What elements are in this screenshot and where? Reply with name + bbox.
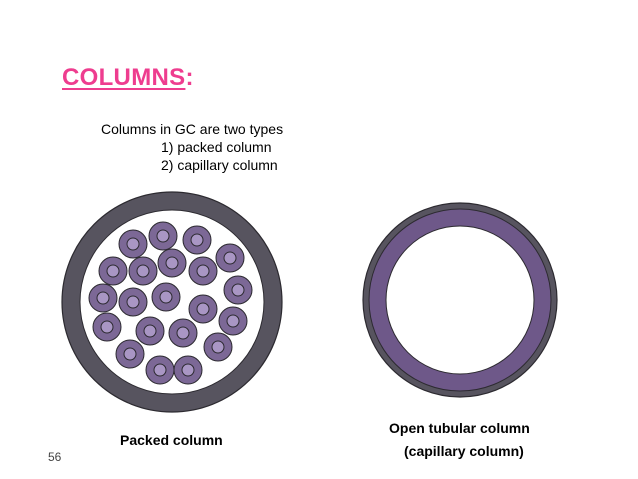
packed-column-diagram — [61, 191, 283, 413]
packing-particle-core — [143, 324, 157, 338]
packing-particle-core — [153, 363, 167, 377]
packing-particle-core — [181, 363, 195, 377]
title-text: COLUMNS — [62, 64, 186, 91]
packing-particle-core — [100, 320, 114, 334]
packing-particles — [88, 221, 253, 385]
packing-particle-core — [226, 314, 240, 328]
packing-particle-core — [196, 264, 210, 278]
packing-particle-core — [223, 251, 237, 265]
packed-column-caption: Packed column — [120, 432, 223, 448]
packing-particle-core — [126, 237, 140, 251]
open-tubular-caption: Open tubular column — [389, 420, 530, 436]
packing-particle-core — [176, 326, 190, 340]
slide-number: 56 — [48, 450, 62, 464]
packing-particle-core — [126, 295, 140, 309]
list-item-packed: 1) packed column — [161, 139, 272, 155]
intro-block: Columns in GC are two types 1) packed co… — [101, 120, 284, 173]
packing-particle-core — [231, 283, 245, 297]
packing-particle-core — [211, 340, 225, 354]
intro-text: Columns in GC are two types — [101, 121, 284, 137]
packing-particle-core — [106, 264, 120, 278]
packing-particle-core — [156, 229, 170, 243]
packing-particle-core — [123, 347, 137, 361]
title-colon: : — [185, 64, 194, 91]
open-tubular-column-diagram — [362, 202, 558, 398]
packing-particle-core — [96, 291, 110, 305]
slide-title: COLUMNS: — [62, 64, 194, 92]
packing-particle-core — [159, 290, 173, 304]
packing-particle-core — [165, 256, 179, 270]
capillary-caption: (capillary column) — [404, 443, 524, 459]
packing-particle-core — [190, 233, 204, 247]
capillary-bore — [385, 225, 535, 375]
list-item-capillary: 2) capillary column — [161, 157, 278, 173]
packing-particle-core — [136, 264, 150, 278]
packing-particle-core — [196, 302, 210, 316]
